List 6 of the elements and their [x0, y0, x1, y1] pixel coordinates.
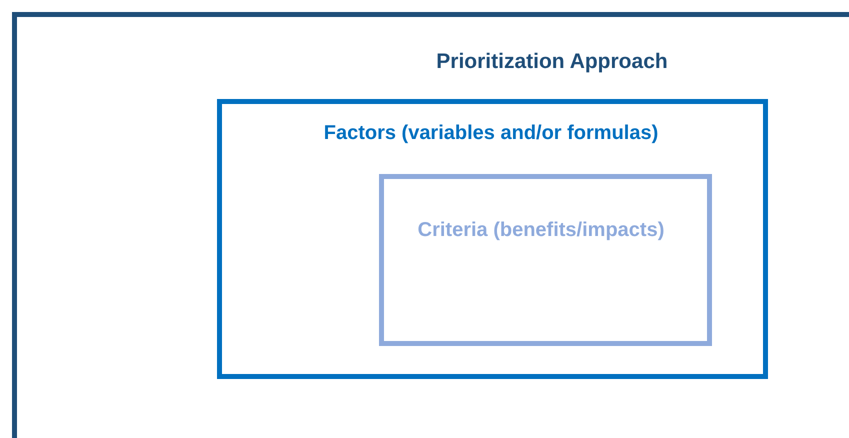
frame-box — [379, 174, 712, 346]
frame-box — [12, 12, 849, 438]
box-heading: Criteria (benefits/impacts) — [418, 219, 664, 242]
box-heading: Factors (variables and/or formulas) — [324, 122, 658, 145]
box-heading: Prioritization Approach — [436, 50, 668, 74]
frame-box — [217, 99, 768, 379]
